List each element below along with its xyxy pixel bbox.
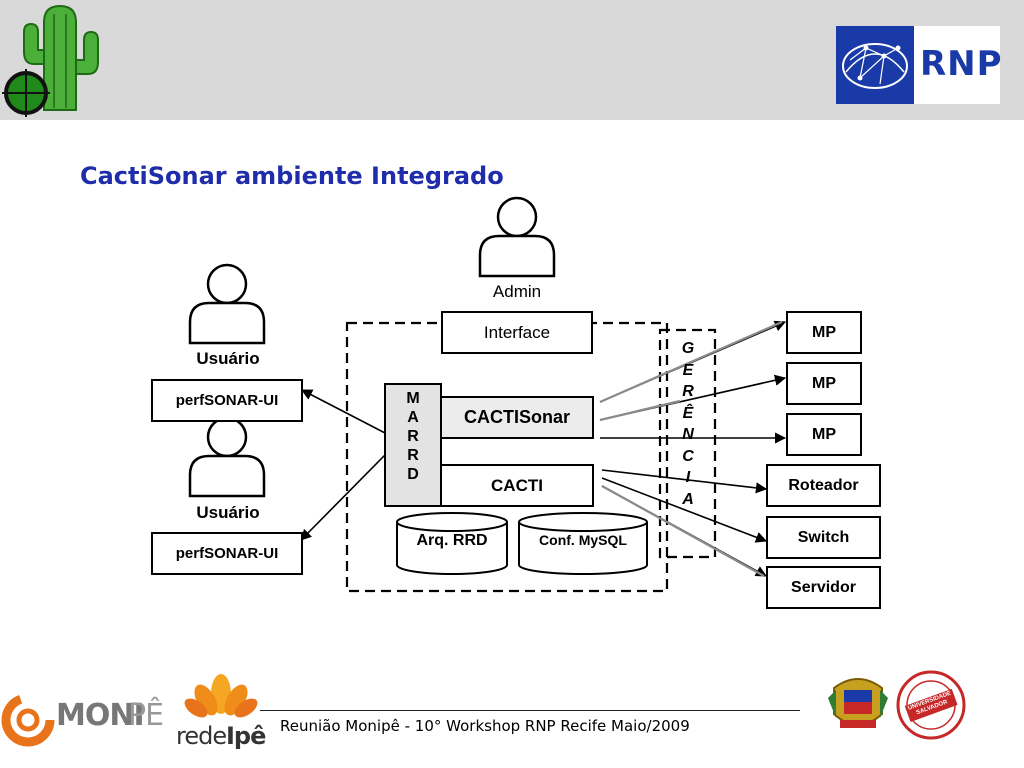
- arrow-marrd-to-ui-2: [300, 454, 386, 541]
- gerencia-letter: Ê: [682, 404, 694, 422]
- user-label-2: Usuário: [196, 503, 260, 522]
- gerencia-label: G E R Ê N C I A: [662, 338, 714, 510]
- marrd-letter: D: [407, 466, 419, 483]
- arrow-marrd-to-ui-1: [301, 389, 386, 434]
- gerencia-letter: A: [682, 490, 694, 508]
- gerencia-letter: R: [682, 383, 694, 400]
- universidade-salvador-seal: UNIVERSIDADE SALVADOR: [896, 670, 966, 740]
- gerencia-letter: G: [681, 340, 695, 357]
- redeipe-logo: rede Ipê: [176, 670, 266, 760]
- gerencia-box: [658, 328, 717, 559]
- marrd-letter: A: [407, 409, 419, 426]
- arrow-to-switch: [601, 477, 768, 543]
- rnp-logo: RNP: [836, 26, 1003, 104]
- roteador-box: Roteador: [766, 464, 881, 507]
- cacti-box: CACTI: [440, 464, 594, 507]
- marrd-letter: R: [407, 428, 419, 445]
- slide-title: CactiSonar ambiente Integrado: [80, 162, 504, 190]
- mp-box-2: MP: [786, 362, 862, 405]
- admin-person-icon: [478, 196, 556, 278]
- gerencia-letter: I: [685, 469, 691, 486]
- redeipe-text-b: Ipê: [226, 722, 266, 750]
- seal-icon: [896, 670, 966, 740]
- user-person-icon-1: [188, 263, 266, 345]
- gerencia-letter: C: [682, 447, 694, 465]
- gerencia-letter: E: [682, 361, 694, 379]
- highlight-line-3: [601, 485, 765, 577]
- marrd-box: M A R R D: [384, 383, 442, 507]
- cactisonar-box: CACTISonar: [440, 396, 594, 439]
- switch-box: Switch: [766, 516, 881, 559]
- rnp-logo-text: RNP: [920, 44, 1003, 84]
- perfsonar-ui-box-1: perfSONAR-UI: [151, 379, 303, 422]
- user-label-1: Usuário: [196, 349, 260, 368]
- mp-box-3: MP: [786, 413, 862, 456]
- arrow-to-roteador: [601, 469, 768, 494]
- servidor-box: Servidor: [766, 566, 881, 609]
- globe-icon: [836, 26, 914, 104]
- mysql-cylinder-icon: [518, 512, 648, 575]
- cactus-logo-icon: [2, 4, 99, 117]
- highlight-line-2: [599, 399, 681, 422]
- redeipe-text-a: rede: [176, 722, 227, 750]
- monipe-logo: MONI PÊ: [0, 688, 172, 748]
- highlight-line-1: [599, 320, 783, 404]
- admin-label: Admin: [492, 282, 542, 301]
- marrd-letter: R: [407, 447, 419, 464]
- rrd-label: Arq. RRD: [416, 532, 488, 549]
- rrd-cylinder-icon: [396, 512, 508, 575]
- coat-of-arms-icon: [828, 678, 888, 728]
- monipe-text-a: MONI: [56, 698, 145, 733]
- interface-box: Interface: [441, 311, 593, 354]
- user-person-icon-2: [188, 416, 266, 498]
- gerencia-letter: N: [682, 426, 694, 443]
- marrd-letter: M: [406, 390, 420, 407]
- monipe-swirl-icon: [1, 693, 55, 747]
- mysql-label: Conf. MySQL: [539, 532, 627, 548]
- mp-box-1: MP: [786, 311, 862, 354]
- footer-text: Reunião Monipê - 10° Workshop RNP Recife…: [280, 717, 690, 735]
- monipe-text-b: PÊ: [128, 698, 164, 733]
- footer-divider: [260, 710, 800, 711]
- flower-icon: [184, 674, 258, 718]
- perfsonar-ui-box-2: perfSONAR-UI: [151, 532, 303, 575]
